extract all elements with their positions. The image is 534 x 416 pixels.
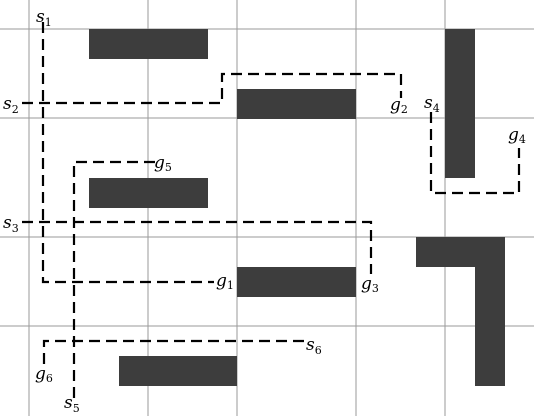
path-s2-g2: [22, 72, 403, 105]
obstacle: [445, 29, 475, 178]
labels: s1 s2 s3 s4 s5 s6 g1 g2 g3 g4 g5: [3, 7, 526, 415]
path-s3-g3: [22, 220, 373, 274]
obstacle: [237, 89, 356, 119]
obstacle: [237, 267, 356, 297]
obstacle: [89, 29, 208, 59]
path-s4-g4: [429, 112, 521, 195]
path-s6-g6: [42, 339, 304, 366]
path-s5-g5: [72, 160, 155, 398]
label-g5: g5: [154, 153, 172, 174]
label-s5: s5: [64, 393, 80, 415]
path-s1-g1: [41, 22, 214, 284]
obstacle-l-shape: [475, 237, 505, 386]
label-s6: s6: [306, 335, 322, 357]
label-s2: s2: [3, 94, 19, 116]
label-g6: g6: [35, 364, 53, 385]
obstacle: [89, 178, 208, 208]
paths: [22, 22, 521, 398]
label-g2: g2: [390, 95, 408, 116]
obstacles: [89, 29, 505, 386]
label-s1: s1: [36, 7, 52, 29]
label-g3: g3: [361, 274, 379, 295]
label-g1: g1: [216, 271, 234, 292]
label-g4: g4: [508, 125, 526, 146]
obstacle: [119, 356, 237, 386]
label-s4: s4: [424, 93, 440, 115]
label-s3: s3: [3, 213, 19, 235]
